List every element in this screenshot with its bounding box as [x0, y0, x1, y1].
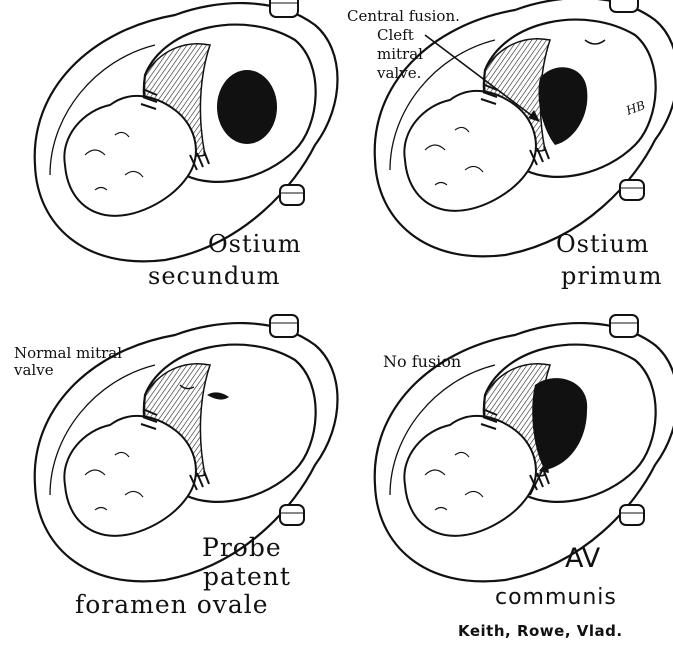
caption-probe: Probe	[202, 535, 282, 560]
heart-ostium-secundum	[35, 0, 338, 261]
annotation-cleft: Cleft	[377, 27, 414, 43]
caption-ostium-primum-line2: primum	[561, 264, 662, 288]
caption-ostium-secundum-line2: secundum	[148, 264, 280, 288]
annotation-no-fusion: No fusion	[383, 354, 461, 370]
caption-ostium-secundum-line1: Ostium	[208, 232, 302, 256]
author-credit: Keith, Rowe, Vlad.	[458, 624, 623, 639]
annotation-valve: valve.	[377, 65, 421, 81]
caption-foramen-ovale: foramen ovale	[75, 592, 269, 617]
caption-av: AV	[565, 545, 600, 572]
caption-patent: patent	[203, 564, 291, 589]
annotation-central-fusion: Central fusion.	[347, 8, 460, 24]
heart-ostium-primum	[375, 0, 673, 256]
caption-communis: communis	[495, 587, 617, 609]
annotation-valve-normal: valve	[14, 362, 54, 378]
annotation-mitral: mitral	[377, 46, 423, 62]
annotation-normal-mitral: Normal mitral	[14, 345, 122, 361]
caption-ostium-primum-line1: Ostium	[556, 232, 650, 256]
